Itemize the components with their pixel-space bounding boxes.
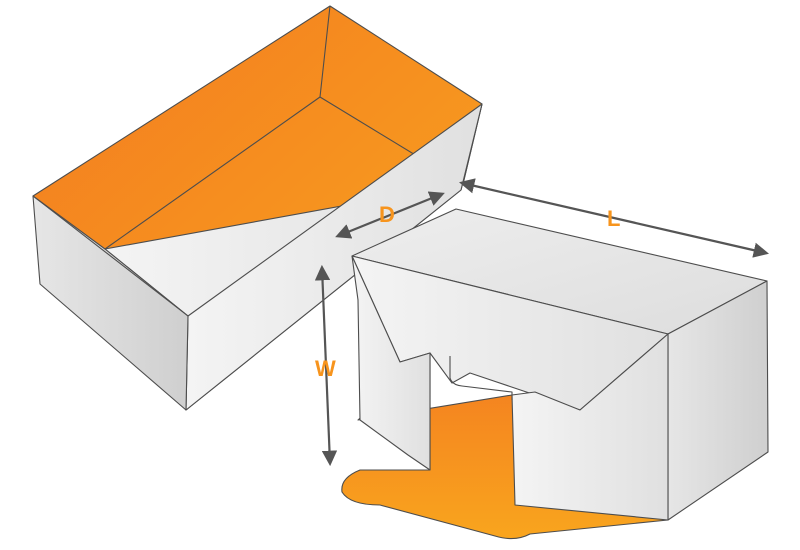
lid-end-wall: [32, 195, 189, 411]
base-box: [341, 208, 769, 540]
lid-inner-corner: [319, 5, 331, 98]
depth-arrow: [335, 191, 445, 239]
base-torn-flap: [351, 255, 431, 471]
depth-label: D: [379, 202, 395, 227]
dimension-arrows: [314, 178, 770, 467]
base-tear-tab: [449, 356, 513, 400]
width-arrow: [314, 264, 338, 467]
lid-tray: [32, 5, 483, 411]
lid-end-edge: [32, 195, 189, 317]
length-label: L: [607, 206, 620, 231]
base-front-lower: [511, 333, 669, 521]
width-label: W: [315, 356, 336, 381]
length-arrow: [458, 178, 770, 258]
